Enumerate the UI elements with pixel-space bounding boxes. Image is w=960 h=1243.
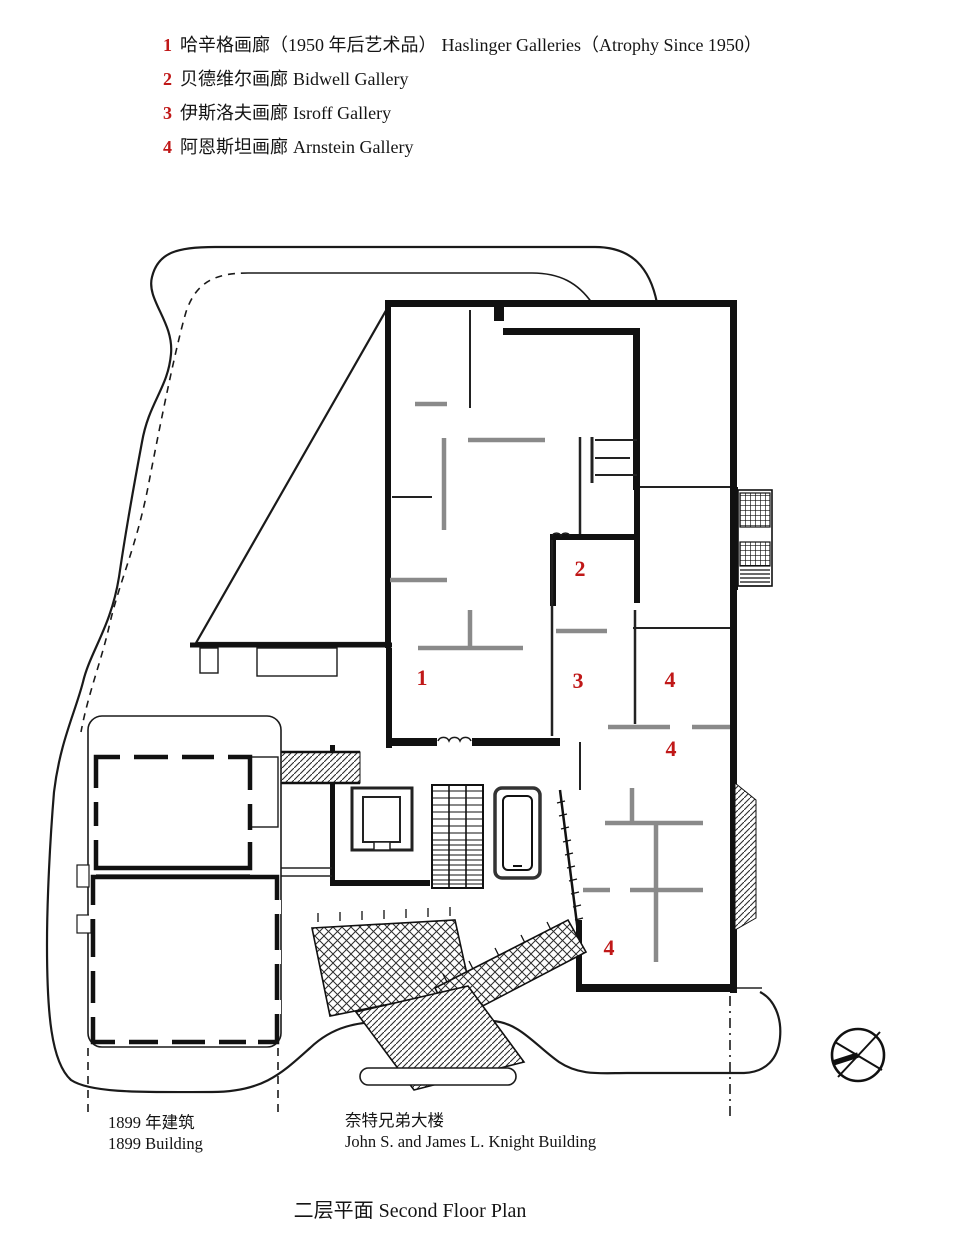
legend-item-4: 4 阿恩斯坦画廊 Arnstein Gallery <box>163 133 762 167</box>
plan-title: 二层平面 Second Floor Plan <box>293 1200 527 1222</box>
legend-label-zh: 哈辛格画廊（1950 年后艺术品） <box>180 35 437 55</box>
legend-label-en: Bidwell Gallery <box>293 69 409 89</box>
label-knight-building: 奈特兄弟大楼 John S. and James L. Knight Build… <box>345 1110 596 1152</box>
extent-dashed-lines <box>87 996 731 1118</box>
legend: 1 哈辛格画廊（1950 年后艺术品） Haslinger Galleries（… <box>163 31 762 167</box>
room-label-gallery-1: 1 <box>416 665 428 690</box>
room-label-gallery-2: 2 <box>574 556 586 581</box>
label-1899-zh: 1899 年建筑 <box>108 1113 195 1132</box>
label-knight-zh: 奈特兄弟大楼 <box>345 1111 444 1130</box>
elevator-east <box>493 786 542 880</box>
room-label-gallery-4b: 4 <box>665 736 677 761</box>
building-1899 <box>76 715 282 1048</box>
legend-label-en: Haslinger Galleries（Atrophy Since 1950） <box>441 35 762 55</box>
legend-label-zh: 贝德维尔画廊 <box>180 69 288 89</box>
fire-escape <box>733 487 773 590</box>
compass-icon <box>830 1027 886 1083</box>
legend-item-1: 1 哈辛格画廊（1950 年后艺术品） Haslinger Galleries（… <box>163 31 762 65</box>
folding-door-symbols <box>437 532 571 743</box>
legend-label-en: Isroff Gallery <box>293 103 392 123</box>
elevator-west <box>350 786 414 852</box>
label-knight-en: John S. and James L. Knight Building <box>345 1132 597 1151</box>
site-boundary <box>45 245 782 1094</box>
lobby-core <box>350 784 584 933</box>
legend-label-zh: 阿恩斯坦画廊 <box>180 137 288 157</box>
planter-oval <box>359 1067 517 1086</box>
east-hatched-wedge <box>734 781 757 931</box>
legend-item-2: 2 贝德维尔画廊 Bidwell Gallery <box>163 65 762 99</box>
upper-stair-comb <box>590 437 637 483</box>
room-label-gallery-3: 3 <box>572 668 584 693</box>
main-stair <box>431 784 484 889</box>
knight-building-walls <box>330 300 738 993</box>
interior-thin-walls <box>250 310 762 989</box>
label-1899-building: 1899 年建筑 1899 Building <box>108 1112 203 1154</box>
curtain-wall <box>556 789 584 933</box>
label-1899-en: 1899 Building <box>108 1134 203 1153</box>
diagonal-walkways <box>311 907 588 1091</box>
legend-number: 1 <box>163 35 172 55</box>
bridge-corridor <box>277 750 361 785</box>
legend-item-3: 3 伊斯洛夫画廊 Isroff Gallery <box>163 99 762 133</box>
gallery-partitions <box>390 401 730 962</box>
window-notches <box>89 753 281 1046</box>
triangle-roof <box>190 302 392 677</box>
legend-number: 4 <box>163 137 172 157</box>
legend-number: 2 <box>163 69 172 89</box>
room-label-gallery-4a: 4 <box>664 667 676 692</box>
legend-label-en: Arnstein Gallery <box>293 137 414 157</box>
legend-number: 3 <box>163 103 172 123</box>
legend-label-zh: 伊斯洛夫画廊 <box>180 103 288 123</box>
room-label-gallery-4c: 4 <box>603 935 615 960</box>
